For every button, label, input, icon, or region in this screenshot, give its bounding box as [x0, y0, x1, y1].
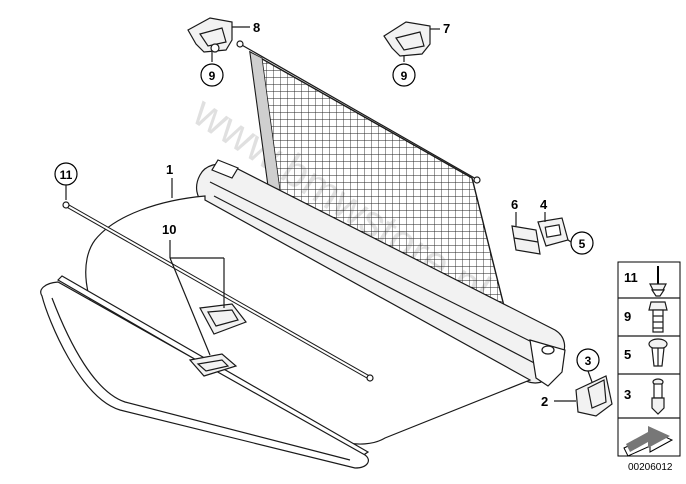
clip-7: 7 9: [383, 21, 450, 87]
label-8: 8: [253, 20, 260, 35]
callout-9-left: 9: [209, 69, 216, 83]
clip-8: 8 9: [187, 17, 260, 87]
legend-label-9: 9: [624, 309, 631, 324]
label-7: 7: [443, 21, 450, 36]
expanding-rivet-icon: [648, 338, 668, 367]
callout-5: 5: [579, 237, 586, 251]
fastener-legend: 11 9 5 3: [617, 261, 681, 457]
callout-3: 3: [585, 354, 592, 368]
label-4: 4: [540, 197, 548, 212]
rivet-icon: [649, 266, 667, 297]
direction-arrow-icon: [623, 426, 674, 457]
legend-label-5: 5: [624, 347, 631, 362]
diagram-code: 00206012: [628, 462, 673, 473]
label-2: 2: [541, 394, 548, 409]
callout-5-circle: [570, 231, 594, 255]
label-10: 10: [162, 222, 176, 237]
bracket-2: 2: [541, 375, 613, 417]
leader-10: [169, 240, 225, 356]
clip-4: 4: [537, 197, 569, 247]
callout-11: 11: [60, 168, 73, 182]
separate-rod: [62, 201, 374, 382]
label-1: 1: [166, 162, 173, 177]
bolt-icon: [648, 301, 668, 333]
label-6: 6: [511, 197, 518, 212]
screw-icon: [651, 378, 665, 415]
legend-label-3: 3: [624, 387, 631, 402]
clip-6: 6: [511, 197, 541, 255]
roller-cassette: [195, 159, 566, 387]
callout-9-right: 9: [401, 69, 408, 83]
legend-label-11: 11: [624, 270, 638, 285]
